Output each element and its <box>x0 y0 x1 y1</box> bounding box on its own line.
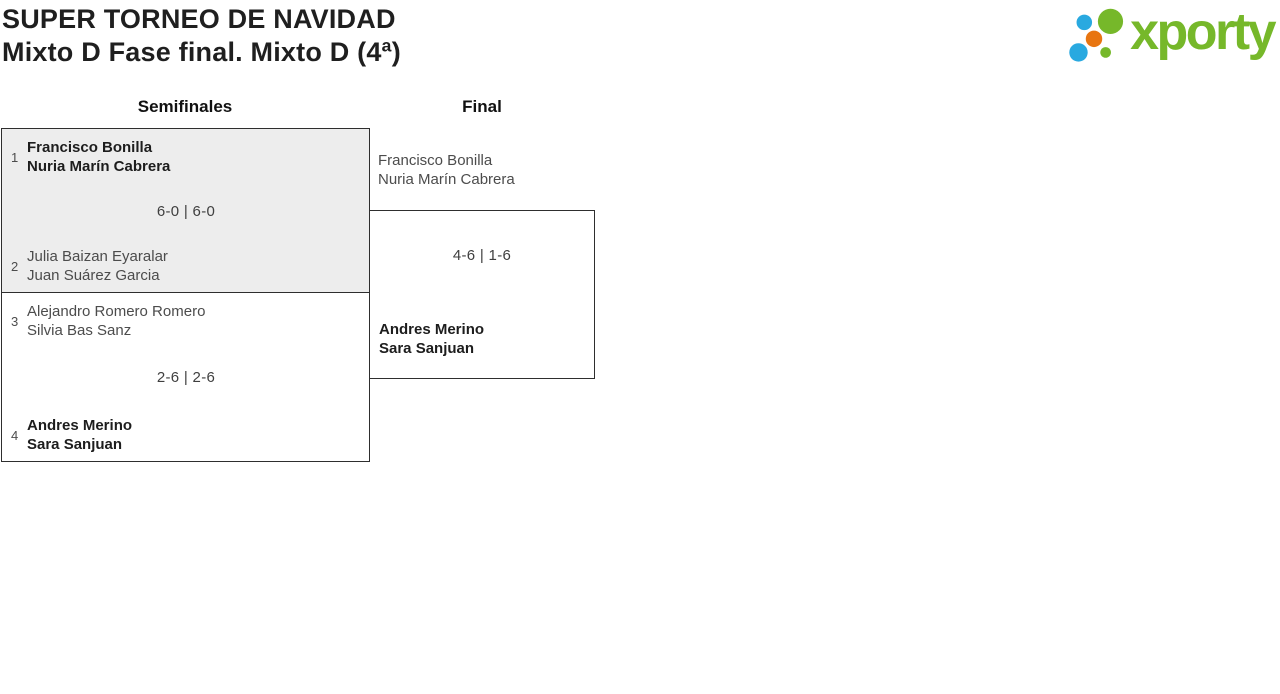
final-team-bottom-winner: Andres Merino Sara Sanjuan <box>379 320 484 358</box>
semifinal-match-2: 3 Alejandro Romero Romero Silvia Bas San… <box>1 292 370 462</box>
logo-dot-blue-large <box>1069 43 1088 62</box>
team-winner: Francisco Bonilla Nuria Marín Cabrera <box>27 138 170 176</box>
round-header-final: Final <box>462 97 502 116</box>
category-subtitle: Mixto D Fase final. Mixto D (4ª) <box>2 37 401 67</box>
round-header-semifinales: Semifinales <box>137 97 233 116</box>
seed-number: 2 <box>11 258 19 274</box>
team-row-seed-3: 3 Alejandro Romero Romero Silvia Bas San… <box>11 302 361 340</box>
seed-number: 1 <box>11 149 19 165</box>
player-name: Andres Merino <box>379 321 485 338</box>
logo-dot-green-small <box>1100 47 1112 58</box>
player-name: Francisco Bonilla <box>378 152 493 169</box>
semifinal-match-1: 1 Francisco Bonilla Nuria Marín Cabrera … <box>1 128 370 293</box>
player-name: Julia Baizan Eyaralar <box>27 248 168 265</box>
player-name: Nuria Marín Cabrera <box>27 158 171 175</box>
team: Alejandro Romero Romero Silvia Bas Sanz <box>27 302 205 340</box>
match-score: 6-0 | 6-0 <box>156 202 216 220</box>
page-header: SUPER TORNEO DE NAVIDAD Mixto D Fase fin… <box>2 3 401 69</box>
team-winner: Andres Merino Sara Sanjuan <box>27 416 132 454</box>
player-name: Nuria Marín Cabrera <box>378 171 515 188</box>
player-name: Andres Merino <box>27 417 133 434</box>
final-match-score: 4-6 | 1-6 <box>452 247 512 264</box>
player-name: Sara Sanjuan <box>379 340 475 357</box>
team-row-seed-1: 1 Francisco Bonilla Nuria Marín Cabrera <box>11 138 361 176</box>
team-row-seed-2: 2 Julia Baizan Eyaralar Juan Suárez Garc… <box>11 247 361 285</box>
logo-dot-green-large <box>1097 8 1124 34</box>
seed-number: 4 <box>11 427 19 443</box>
final-team-top: Francisco Bonilla Nuria Marín Cabrera <box>378 151 515 189</box>
match-score: 2-6 | 2-6 <box>156 369 216 386</box>
player-name: Alejandro Romero Romero <box>27 303 206 320</box>
xporty-logo[interactable]: xporty <box>1062 2 1276 66</box>
logo-dot-blue-small <box>1076 14 1093 31</box>
seed-number: 3 <box>11 313 19 329</box>
team: Julia Baizan Eyaralar Juan Suárez Garcia <box>27 247 168 285</box>
player-name: Juan Suárez Garcia <box>27 267 160 284</box>
team-row-seed-4: 4 Andres Merino Sara Sanjuan <box>11 416 361 454</box>
player-name: Francisco Bonilla <box>27 139 153 156</box>
final-match-box: 4-6 | 1-6 Andres Merino Sara Sanjuan <box>369 210 595 379</box>
xporty-dots-icon <box>1069 8 1124 62</box>
logo-dot-orange <box>1085 30 1103 48</box>
player-name: Silvia Bas Sanz <box>27 322 132 339</box>
player-name: Sara Sanjuan <box>27 436 123 453</box>
tournament-title: SUPER TORNEO DE NAVIDAD <box>2 4 396 34</box>
xporty-logo-text: xporty <box>1130 3 1276 61</box>
